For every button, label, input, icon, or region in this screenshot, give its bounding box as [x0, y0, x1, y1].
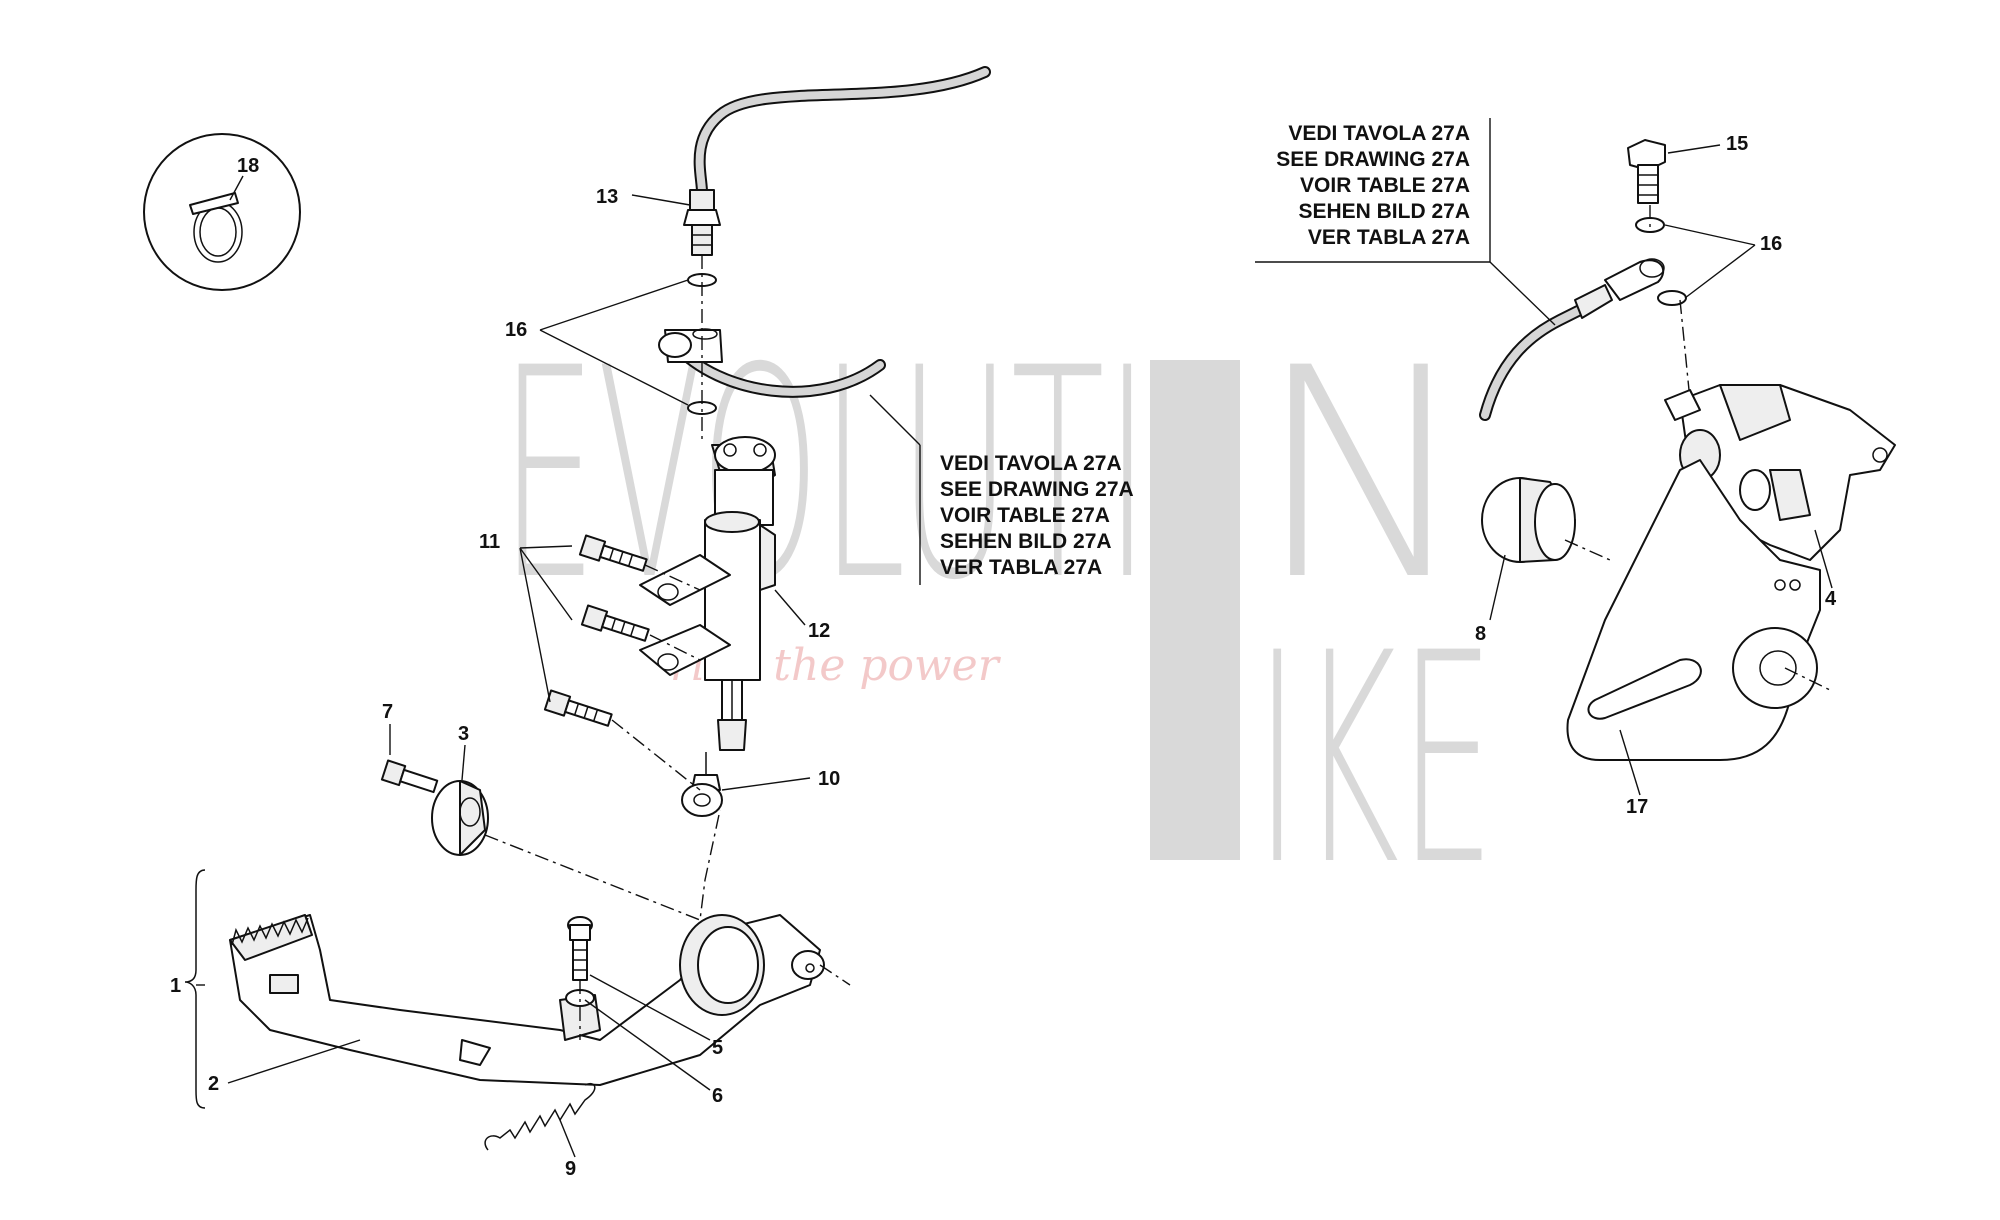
- callout-15: 15: [1726, 133, 1748, 155]
- ref-note-left-line2: SEE DRAWING 27A: [940, 478, 1134, 501]
- axis-spacer: [1564, 539, 1611, 561]
- brake-hose-upper: [683, 66, 991, 256]
- bolt-5: [567, 916, 593, 981]
- ref-note-right-line3: VOIR TABLE 27A: [1300, 174, 1470, 197]
- axis-pedal: [484, 809, 721, 921]
- watermark-o-bar: [1150, 360, 1240, 860]
- brake-hose-right: [1479, 258, 1665, 421]
- group-bracket-1: [184, 869, 206, 1109]
- ref-note-right-line2: SEE DRAWING 27A: [1276, 148, 1470, 171]
- callout-numbers: 18 13 16 11 12 10 7 3 1 2 5 6 9 15 16 4 …: [170, 133, 1837, 1180]
- callout-7: 7: [382, 701, 393, 723]
- callout-9: 9: [565, 1158, 576, 1180]
- callout-10: 10: [818, 768, 840, 790]
- hose-clamp-detail: [143, 133, 301, 291]
- axis-bracket: [1784, 667, 1831, 691]
- callout-18: 18: [237, 155, 259, 177]
- ref-note-right-line5: VER TABLA 27A: [1308, 226, 1470, 249]
- ref-note-left-line3: VOIR TABLE 27A: [940, 504, 1110, 527]
- reference-note-right: VEDI TAVOLA 27A SEE DRAWING 27A VOIR TAB…: [1255, 118, 1556, 326]
- caliper-bracket-17: [1566, 459, 1821, 761]
- ref-note-right-line1: VEDI TAVOLA 27A: [1288, 122, 1470, 145]
- screws-11: [543, 534, 701, 791]
- callout-13: 13: [596, 186, 618, 208]
- bushing-3: [431, 780, 489, 856]
- ref-note-right-line4: SEHEN BILD 27A: [1298, 200, 1470, 223]
- callout-1: 1: [170, 975, 181, 997]
- watermark-line2: IKE: [1255, 592, 1495, 929]
- axis-caliper: [1649, 205, 1691, 401]
- reference-note-left: VEDI TAVOLA 27A SEE DRAWING 27A VOIR TAB…: [869, 394, 1134, 585]
- banjo-fitting: [658, 328, 886, 398]
- watermark: EVOLUTI N IKE ride the power: [500, 307, 1495, 929]
- callout-3: 3: [458, 723, 469, 745]
- master-cylinder: [639, 436, 776, 751]
- ref-note-left-line4: SEHEN BILD 27A: [940, 530, 1112, 553]
- callout-8: 8: [1475, 623, 1486, 645]
- watermark-line1: EVOLUTI: [500, 307, 1150, 644]
- callout-2: 2: [208, 1073, 219, 1095]
- brake-pedal: [229, 914, 825, 1086]
- callout-12: 12: [808, 620, 830, 642]
- callout-17: 17: [1626, 796, 1648, 818]
- spacer-8: [1481, 477, 1576, 563]
- return-spring-9: [484, 1083, 596, 1151]
- callout-11: 11: [479, 531, 500, 553]
- washer-right-lower: [1657, 290, 1687, 306]
- callout-16-right: 16: [1760, 233, 1782, 255]
- screw-7: [380, 759, 439, 794]
- watermark-line1-end: N: [1255, 307, 1472, 644]
- ref-note-left-line5: VER TABLA 27A: [940, 556, 1102, 579]
- callout-16-left: 16: [505, 319, 527, 341]
- leader-lines: [196, 144, 1833, 1158]
- bolt-15: [1627, 139, 1666, 204]
- callout-4: 4: [1825, 588, 1837, 610]
- ref-note-left-line1: VEDI TAVOLA 27A: [940, 452, 1122, 475]
- rod-end-eye: [681, 752, 723, 817]
- callout-6: 6: [712, 1085, 723, 1107]
- callout-5: 5: [712, 1037, 723, 1059]
- axis-pivot: [819, 964, 851, 986]
